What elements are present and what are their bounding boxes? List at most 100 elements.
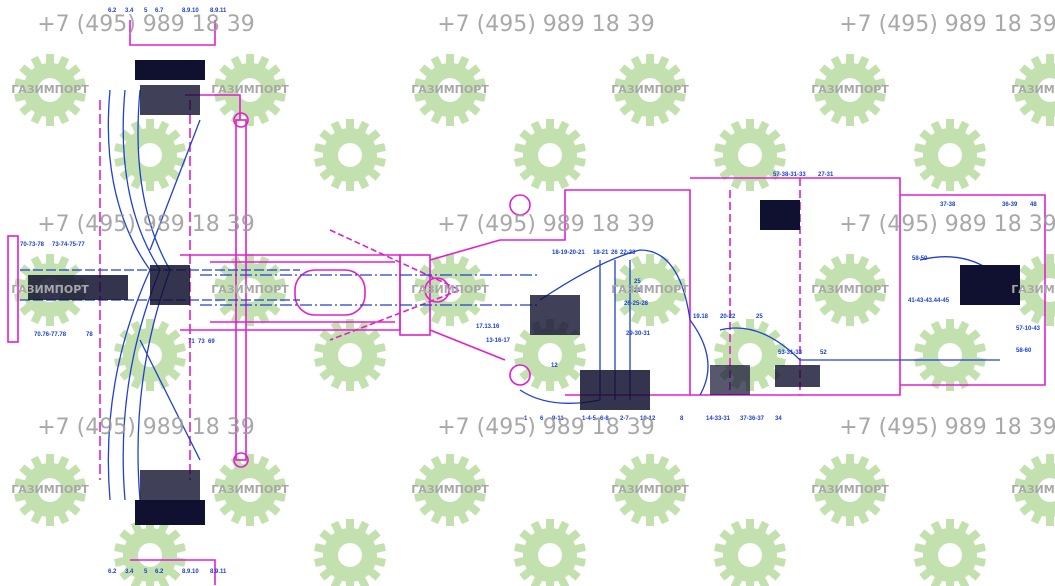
watermark-gear-icon [314,319,386,391]
pump-label: 20-22 [720,314,736,320]
valve-label: 9-11 [552,416,564,422]
valve-label: 1-4-5 [582,416,597,422]
valve-label: 17.13.16 [476,324,500,330]
bottom-axle-label: 8.9.10 [182,569,199,575]
tank-label: 58-60 [1016,348,1032,354]
watermark-brand: ГАЗИМПОРТ [611,283,689,296]
bottom-axle-label: 3.4 [125,569,134,575]
valve-label: 13-16-17 [486,338,511,344]
watermark-gear-icon [514,119,586,191]
top-axle-label: 8.9.10 [182,8,199,14]
watermark-phone: +7 (495) 989 18 39 [37,12,255,37]
watermark-gear-icon [514,519,586,586]
watermark-brand: ГАЗИМПОРТ [1011,283,1055,296]
pump-label: 53-31-33 [778,350,803,356]
valve-label: 8 [680,416,684,422]
top-axle-label: 6.2 [108,8,117,14]
watermark-phone: +7 (495) 989 18 39 [37,212,255,237]
watermark-phone: +7 (495) 989 18 39 [437,415,655,440]
watermark-gear-icon [1014,254,1055,326]
top-axle-label: 6.7 [155,8,164,14]
valve-label: 6-8 [600,416,609,422]
watermark-gear-icon [414,54,486,126]
tank-label: 27-31 [818,172,834,178]
valve-label: 2-7 [620,416,629,422]
watermark-gear-icon [214,454,286,526]
watermark-gear-icon [614,454,686,526]
pump-label: 37-36-37 [740,416,765,422]
tank-label: 48 [1030,202,1037,208]
cylinder-label: 78 [86,332,93,338]
valve-label: 26-25-28 [624,301,649,307]
watermark-brand: ГАЗИМПОРТ [11,283,89,296]
watermark-brand: ГАЗИМПОРТ [611,483,689,496]
watermark-gear-icon [914,119,986,191]
tank-label: 57-38-31-33 [773,172,806,178]
top-axle-label: 8.9.11 [210,8,227,14]
watermark-gear-icon [414,454,486,526]
watermark-gear-icon [114,119,186,191]
cylinder-label: 73-74-75-77 [52,242,85,248]
watermark-gear-icon [714,119,786,191]
part-labels: 6.2 3.4 5 6.7 8.9.10 8.9.11 6.2 3.4 5 6.2 8.9.10 8.… [20,8,1041,575]
valve-label: 18-19-20-21 [552,250,585,256]
valve-label: 29-30-31 [626,331,651,337]
valve-label: 12 [551,363,558,369]
watermark-gear-icon [1014,454,1055,526]
valve-label: 22-23 [620,250,636,256]
tank-label: 37-38 [940,202,956,208]
components [28,60,1020,525]
valve-label: 23 [634,288,641,294]
pump-label: 25 [756,314,763,320]
tank-label: 58-50 [912,256,928,262]
watermark-brand: ГАЗИМПОРТ [11,83,89,96]
watermark-gear-icon [814,254,886,326]
watermark-gear-icon [414,254,486,326]
watermark-phone: +7 (495) 989 18 39 [839,415,1055,440]
pump-label: 19.18 [693,314,709,320]
watermark-phone: +7 (495) 989 18 39 [839,212,1055,237]
watermark-phone: +7 (495) 989 18 39 [437,12,655,37]
bottom-axle-label: 8.9.11 [210,569,227,575]
top-axle-label: 5 [144,8,148,14]
watermark-gear-icon [14,54,86,126]
watermark-gear-icon [614,54,686,126]
cylinder-label: 70.76-77.78 [34,332,67,338]
watermark-gear-icon [814,54,886,126]
watermark-phone: +7 (495) 989 18 39 [839,12,1055,37]
pump-label: 34 [775,416,782,422]
pump-label: 52 [820,350,827,356]
tank-label: 36-39 [1002,202,1018,208]
watermark-gear-icon [1014,54,1055,126]
watermark-brand: ГАЗИМПОРТ [611,83,689,96]
valve-label: 25 [634,279,641,285]
watermark-gear-icon [814,454,886,526]
watermark-brand: ГАЗИМПОРТ [211,483,289,496]
watermark-brand: ГАЗИМПОРТ [211,83,289,96]
watermark-brand: ГАЗИМПОРТ [11,483,89,496]
top-axle-label: 3.4 [125,8,134,14]
watermark-phone: +7 (495) 989 18 39 [437,212,655,237]
valve-label: 1 [524,416,528,422]
bottom-axle-label: 6.2 [155,569,164,575]
watermark-gear-icon [914,519,986,586]
bottom-axle-label: 5 [144,569,148,575]
watermark-brand: ГАЗИМПОРТ [211,283,289,296]
bottom-axle-label: 6.2 [108,569,117,575]
watermark-brand: ГАЗИМПОРТ [1011,483,1055,496]
watermark-gear-icon [114,519,186,586]
watermark-gear-icon [14,454,86,526]
valve-label: 6 [540,416,544,422]
tank-label: 57-10-43 [1016,326,1041,332]
valve-label: 18-21 [593,250,609,256]
axle-label: 73 [198,339,205,345]
watermark-brand: ГАЗИМПОРТ [811,483,889,496]
watermark-gear-icon [314,519,386,586]
watermark-brand: ГАЗИМПОРТ [411,483,489,496]
watermark-phone: +7 (495) 989 18 39 [37,415,255,440]
pump-label: 14-33-31 [706,416,731,422]
watermark-brand: ГАЗИМПОРТ [411,283,489,296]
watermark-gear-icon [214,54,286,126]
